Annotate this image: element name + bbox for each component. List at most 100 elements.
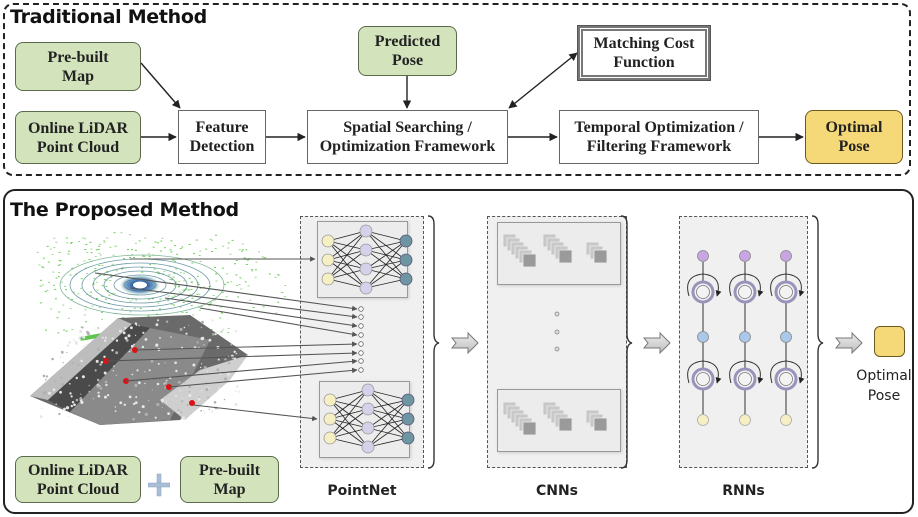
map-speckle-dot xyxy=(188,393,192,398)
map-speckle-dot xyxy=(160,398,164,403)
lidar-point xyxy=(177,286,180,288)
map-speckle-dot xyxy=(203,344,205,346)
lidar-point xyxy=(182,289,185,291)
lidar-point xyxy=(45,329,47,331)
rnn-recurrent-loop xyxy=(770,273,805,297)
map-speckle-dot xyxy=(210,410,214,413)
lidar-point xyxy=(133,307,136,309)
rnn-input-node xyxy=(697,414,709,426)
lidar-point xyxy=(129,300,132,302)
map-speckle-dot xyxy=(80,393,82,395)
lidar-point xyxy=(159,298,162,300)
rnn-recurrent-loop xyxy=(729,273,764,297)
map-speckle-dot xyxy=(223,398,226,401)
lidar-point xyxy=(181,312,184,313)
temporal-optimization-box: Temporal Optimization / Filtering Framew… xyxy=(559,110,759,164)
map-speckle-dot xyxy=(184,372,187,375)
lidar-point xyxy=(213,299,216,301)
map-speckle-dot xyxy=(45,379,48,382)
lidar-point xyxy=(156,271,159,273)
lidar-point xyxy=(241,243,244,245)
lidar-point xyxy=(129,257,132,258)
lidar-point xyxy=(139,307,142,309)
rnn-input-node xyxy=(780,414,792,426)
map-speckle-dot xyxy=(128,350,131,353)
map-speckle-dot xyxy=(125,339,129,342)
lidar-point xyxy=(109,280,112,281)
lidar-point xyxy=(239,277,242,279)
lidar-point xyxy=(133,257,135,258)
map-speckle-dot xyxy=(97,391,100,394)
nn-edge xyxy=(327,230,367,242)
nn-edge xyxy=(329,427,369,439)
map-speckle-dot xyxy=(180,411,183,414)
map-speckle-dot xyxy=(51,357,54,361)
lidar-point xyxy=(70,242,73,243)
lidar-point xyxy=(188,244,191,245)
map-speckle-dot xyxy=(144,382,146,385)
map-speckle-dot xyxy=(148,369,151,372)
lidar-point xyxy=(179,306,182,308)
lidar-point xyxy=(44,291,47,293)
map-speckle-dot xyxy=(70,395,73,398)
lidar-point xyxy=(55,241,58,243)
cnn-top-layers xyxy=(502,233,608,268)
lidar-point xyxy=(249,299,252,301)
lidar-point xyxy=(157,242,159,244)
map-speckle-dot xyxy=(201,389,203,392)
point-input-dot xyxy=(358,358,364,364)
lidar-point xyxy=(89,241,92,243)
map-speckle-dot xyxy=(188,391,191,393)
map-speckle-dot xyxy=(183,381,186,384)
lidar-point xyxy=(123,258,125,260)
map-speckle-dot xyxy=(66,344,70,347)
lidar-point xyxy=(221,292,224,293)
lidar-point xyxy=(221,267,224,269)
map-speckle-dot xyxy=(207,396,209,399)
lidar-point xyxy=(160,250,162,252)
lidar-point xyxy=(134,242,137,244)
map-speckle-dot xyxy=(42,391,47,395)
map-speckle-dot xyxy=(179,327,183,331)
lidar-point xyxy=(219,306,222,308)
lidar-point xyxy=(225,296,228,298)
lidar-point xyxy=(209,238,212,240)
lidar-point xyxy=(163,271,166,273)
lidar-point xyxy=(159,308,161,310)
map-speckle-dot xyxy=(228,362,231,365)
map-speckle-dot xyxy=(188,324,190,326)
nn-output-node xyxy=(401,393,415,407)
traditional-method-title: Traditional Method xyxy=(10,6,207,28)
lidar-point xyxy=(172,304,175,306)
lidar-point xyxy=(73,291,76,293)
map-speckle-dot xyxy=(85,343,88,346)
map-speckle-dot xyxy=(52,388,56,392)
rnn-network xyxy=(687,250,805,426)
lidar-point xyxy=(215,280,218,282)
lidar-point xyxy=(208,304,211,306)
lidar-point xyxy=(200,306,203,307)
cnn-feature-map xyxy=(522,253,537,268)
map-speckle-dot xyxy=(94,369,97,372)
map-speckle-dot xyxy=(82,335,86,339)
rnn-cell-inner xyxy=(696,372,710,386)
map-speckle-dot xyxy=(123,403,127,406)
lidar-point xyxy=(178,291,181,293)
map-speckle xyxy=(39,319,241,421)
map-speckle-dot xyxy=(113,365,115,367)
lidar-point xyxy=(144,237,147,239)
cnn-feature-map xyxy=(558,249,573,264)
lidar-point xyxy=(147,253,150,255)
map-speckle-dot xyxy=(204,412,206,414)
lidar-point xyxy=(40,302,42,304)
lidar-point xyxy=(178,280,181,282)
nn-hidden-node xyxy=(359,243,373,257)
lidar-point xyxy=(67,297,70,299)
map-speckle-dot xyxy=(175,395,178,397)
map-speckle-dot xyxy=(105,383,108,387)
map-speckle-dot xyxy=(200,326,203,329)
point-input-dot xyxy=(358,367,364,373)
lidar-point xyxy=(214,248,217,249)
lidar-point xyxy=(69,308,72,310)
cnn-feature-map xyxy=(522,421,537,436)
